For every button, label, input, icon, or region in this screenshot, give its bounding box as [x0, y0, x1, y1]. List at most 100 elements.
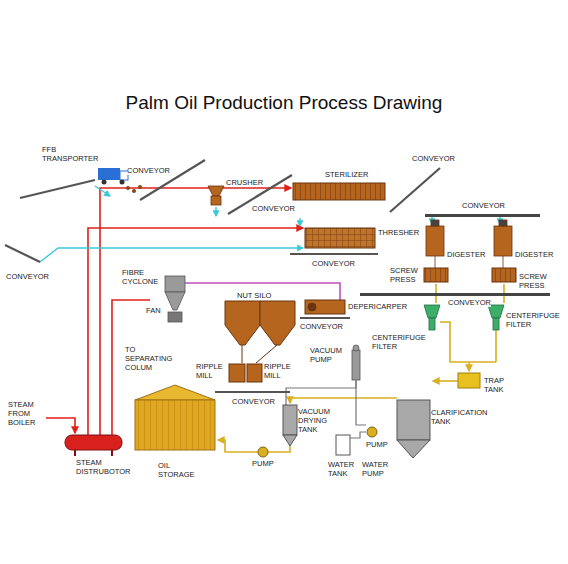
equipment-label: RIPPLE MILL	[196, 362, 227, 380]
equipment-label: FIBRE CYCLONE	[122, 268, 162, 286]
vacuum-drying-tank	[283, 405, 297, 446]
fruit-line	[95, 186, 110, 196]
ripple-mill	[229, 364, 262, 382]
fruit-line	[40, 248, 303, 262]
depericarper	[308, 303, 316, 311]
conveyor-belt	[5, 245, 40, 262]
vacuum-drying-tank	[283, 405, 297, 435]
equipment-label: CONVEYOR	[462, 201, 505, 210]
nut-silo	[225, 301, 260, 345]
equipment-label: VACUUM PUMP	[310, 346, 350, 364]
vacuum-line	[286, 381, 356, 405]
clarification-tank	[397, 400, 430, 440]
conveyor-belt	[20, 180, 95, 198]
equipment-label: VACUUM DRYING TANK	[298, 407, 338, 434]
conveyor-belt	[215, 391, 290, 393]
ffb-truck	[102, 180, 107, 185]
steam-distributor	[75, 450, 112, 456]
oil-storage-tank	[135, 400, 215, 450]
centrifuge-filter	[493, 318, 499, 330]
depericarper	[305, 300, 345, 314]
water-tank	[336, 435, 350, 455]
ffb-truck	[120, 180, 125, 185]
centrifuge-filter	[429, 318, 435, 330]
equipment-label: CRUSHER	[226, 178, 263, 187]
nut-silo	[242, 345, 277, 363]
equipment-label: WATER TANK	[328, 460, 360, 478]
oil-storage-tank	[135, 385, 215, 450]
equipment-label: TRAP TANK	[484, 376, 514, 394]
thresher	[305, 228, 375, 248]
trap-tank	[458, 373, 480, 388]
equipment-label: PUMP	[252, 459, 274, 468]
equipment-label: CENTERIFUGE FILTER	[506, 311, 562, 329]
vacuum-line	[350, 432, 366, 438]
equipment-label: CONVEYOR	[232, 397, 275, 406]
oil-pipe	[218, 440, 258, 452]
steam-distributor	[65, 435, 122, 450]
equipment-label: CONVEYOR	[300, 322, 343, 331]
equipment-label: CENTERIFUGE FILTER	[372, 333, 428, 351]
ripple-mill	[229, 364, 245, 382]
ffb-truck	[98, 168, 120, 180]
equipment-label: SCREW PRESS	[519, 272, 551, 290]
depericarper	[305, 300, 345, 314]
digester	[431, 220, 439, 226]
equipment-label: PUMP	[366, 440, 388, 449]
steam-pipe	[46, 188, 303, 435]
fibre-cyclone	[165, 276, 185, 292]
oil-pipe	[268, 446, 290, 452]
vacuum-line	[356, 380, 366, 425]
crusher	[211, 196, 221, 205]
oil-pipe	[440, 322, 496, 362]
digester	[499, 220, 507, 226]
equipment-label: RIPPLE MILL	[264, 362, 295, 380]
equipment-label: FFB TRANSPORTER	[42, 145, 98, 163]
equipment-label: CONVEYOR	[6, 272, 49, 281]
vacuum-pump	[352, 345, 360, 380]
ripple-mill	[247, 364, 262, 382]
fibre-cyclone	[168, 312, 182, 322]
equipment-label: STERILIZER	[325, 170, 368, 179]
digester	[426, 220, 512, 268]
conveyor-belt	[300, 317, 350, 319]
fibre-cyclone	[165, 276, 185, 322]
equipment-label: WATER PUMP	[362, 460, 394, 478]
equipment-label: STEAM FROM BOILER	[8, 400, 42, 427]
diagram-title: Palm Oil Production Process Drawing	[0, 92, 568, 114]
crusher	[208, 186, 224, 196]
steam-pipe	[46, 418, 75, 433]
vacuum-pump	[352, 350, 360, 380]
equipment-label: THRESHER	[378, 228, 419, 237]
centrifuge-filter	[424, 305, 504, 330]
ffb-truck	[126, 186, 130, 190]
conveyor-bar	[360, 293, 550, 296]
digester	[426, 226, 444, 256]
oil-pipe	[218, 284, 504, 452]
equipment-label: CONVEYOR	[312, 259, 355, 268]
oil-pipe	[290, 398, 397, 403]
equipment-label: FAN	[146, 306, 161, 315]
clarification-tank	[397, 440, 430, 458]
fruit-line	[40, 186, 500, 262]
equipment-label: CONVEYOR	[412, 154, 455, 163]
nut-silo	[225, 301, 295, 363]
equipment-label: TO SEPARATING COLUM	[125, 345, 179, 372]
equipment-label: CONVEYOR	[252, 204, 295, 213]
water-pump	[367, 427, 377, 437]
fruit-line	[215, 207, 216, 216]
clarification-tank	[397, 400, 430, 458]
nut-silo	[260, 301, 295, 345]
equipment-label: SCREW PRESS	[390, 266, 422, 284]
equipment-label: STEAM DISTRUBOTOR	[76, 458, 134, 476]
fibre-cyclone	[165, 292, 185, 310]
equipment-label: NUT SILO	[237, 291, 271, 300]
fibre-duct	[185, 283, 340, 300]
oil-pump	[258, 447, 268, 457]
conveyor-belt	[390, 168, 440, 212]
equipment-label: DIGESTER	[515, 250, 553, 259]
equipment-label: CONVEYOR	[448, 298, 491, 307]
vacuum-drying-tank	[283, 435, 297, 446]
